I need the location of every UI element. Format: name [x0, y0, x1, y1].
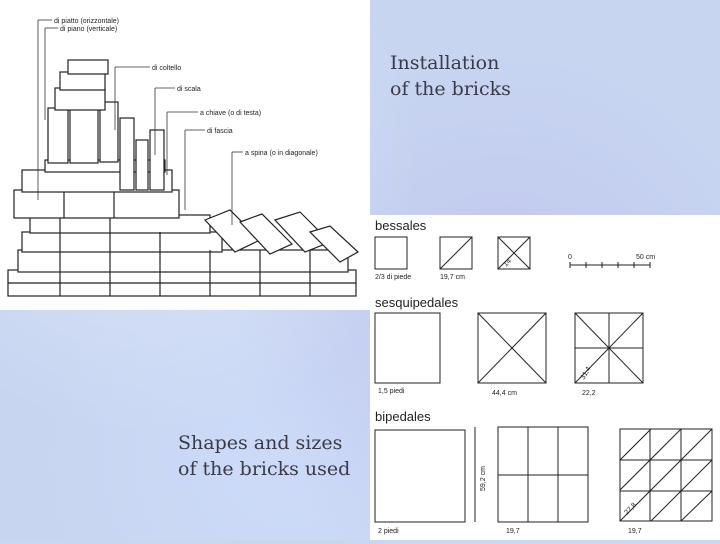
label-di-fascia: di fascia [207, 128, 233, 135]
bipedales-right-label: 19,7 [628, 528, 642, 535]
scale-end-label: 50 cm [636, 254, 655, 261]
bipedales-title: bipedales [375, 409, 431, 424]
bipedales-side-label: 59,2 cm [480, 466, 487, 491]
bipedales-left-label: 2 piedi [378, 528, 399, 535]
label-di-piatto: di piatto (orizzontale) [54, 18, 119, 25]
brick-stack [7, 59, 360, 297]
bessales-title: bessales [375, 218, 427, 233]
bessales-mid-label: 19,7 cm [440, 274, 465, 281]
sesquipedales-mid-label: 44,4 cm [492, 390, 517, 397]
installation-caption: Installation of the bricks [390, 50, 511, 102]
brick-label-texts: di piatto (orizzontale) di piano (vertic… [54, 18, 318, 157]
label-di-scala: di scala [177, 86, 201, 93]
shapes-caption-line-2: of the bricks used [178, 458, 351, 480]
sesquipedales-square-1 [374, 312, 441, 384]
sesquipedales-square-2 [477, 312, 547, 384]
shapes-caption: Shapes and sizes of the bricks used [178, 430, 350, 482]
bessales-square-1 [374, 236, 408, 270]
bessales-left-label: 2/3 di piede [375, 274, 411, 281]
scale-start-label: 0 [568, 254, 572, 261]
installation-caption-line-2: of the bricks [390, 78, 511, 100]
bessales-square-3 [497, 236, 531, 270]
brick-sizes-diagram: bessales sesquipedales bipedales [374, 218, 713, 535]
brick-installation-diagram: di piatto (orizzontale) di piano (vertic… [7, 18, 360, 297]
shapes-caption-line-1: Shapes and sizes [178, 432, 343, 454]
bipedales-square-1 [374, 429, 466, 523]
bessales-diag-label: 14 [502, 258, 513, 269]
sesquipedales-title: sesquipedales [375, 295, 459, 310]
brick-sizes-panel: bessales sesquipedales bipedales [370, 215, 720, 540]
brick-installation-panel: di piatto (orizzontale) di piano (vertic… [0, 0, 370, 310]
bipedales-diag-label: 27,8 [623, 502, 638, 517]
label-a-spina: a spina (o in diagonale) [245, 150, 318, 157]
installation-caption-line-1: Installation [390, 52, 500, 74]
sesquipedales-diag-label: 31,4 [580, 366, 593, 381]
label-a-chiave: a chiave (o di testa) [200, 110, 261, 117]
sesquipedales-left-label: 1,5 piedi [378, 388, 405, 395]
label-di-piano: di piano (verticale) [60, 26, 117, 33]
label-di-coltello: di coltello [152, 65, 181, 72]
sesquipedales-right-label: 22,2 [582, 390, 596, 397]
bessales-square-2 [439, 236, 473, 270]
label-leaders [37, 19, 243, 225]
bipedales-square-3 [619, 428, 713, 522]
bipedales-mid-label: 19,7 [506, 528, 520, 535]
